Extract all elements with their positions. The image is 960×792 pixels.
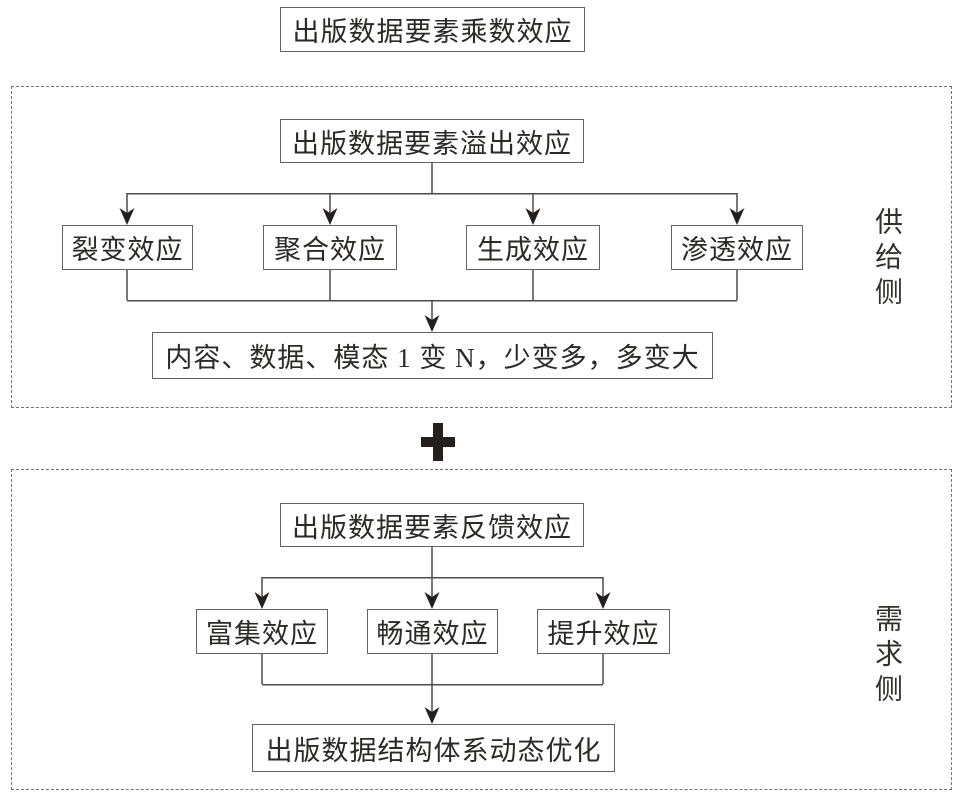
demand-header-label: 出版数据要素反馈效应 (292, 512, 572, 543)
demand-effect-box-smoothness: 畅通效应 (367, 609, 498, 654)
supply-effect-label: 聚合效应 (274, 235, 386, 265)
supply-effect-label: 裂变效应 (71, 235, 184, 265)
demand-outcome-box: 出版数据结构体系动态优化 (252, 724, 615, 772)
diagram-title-box: 出版数据要素乘数效应 (280, 7, 585, 52)
plus-icon-vertical-bar (433, 423, 443, 461)
supply-branch-lines (126, 163, 738, 216)
demand-effect-label: 畅通效应 (376, 619, 489, 649)
arrow-down-icon (424, 707, 440, 724)
arrow-down-icon (525, 208, 541, 225)
supply-effect-box-generation: 生成效应 (466, 225, 600, 270)
supply-side-label: 供给侧 (871, 207, 902, 312)
supply-side-container (11, 86, 952, 408)
arrow-down-icon (119, 208, 135, 225)
arrow-down-icon (729, 208, 745, 225)
demand-merge-lines (261, 654, 604, 712)
demand-effect-label: 富集效应 (206, 619, 318, 649)
supply-effect-label: 生成效应 (477, 235, 589, 265)
supply-effect-label: 渗透效应 (681, 235, 793, 265)
arrow-down-icon (322, 208, 338, 225)
supply-outcome-box: 内容、数据、模态 1 变 N，少变多，多变大 (152, 332, 713, 379)
supply-header-label: 出版数据要素溢出效应 (292, 128, 572, 159)
demand-effect-label: 提升效应 (547, 619, 660, 649)
supply-merge-lines (126, 270, 738, 320)
arrow-down-icon (595, 592, 611, 609)
supply-outcome-label: 内容、数据、模态 1 变 N，少变多，多变大 (165, 343, 700, 373)
arrow-down-icon (424, 592, 440, 609)
diagram-title: 出版数据要素乘数效应 (292, 17, 573, 47)
demand-side-label: 需求侧 (871, 604, 902, 709)
arrow-down-icon (254, 592, 270, 609)
supply-effect-box-penetration: 渗透效应 (671, 225, 803, 270)
plus-icon (421, 423, 455, 461)
demand-header-box: 出版数据要素反馈效应 (280, 503, 584, 547)
demand-outcome-label: 出版数据结构体系动态优化 (265, 735, 602, 766)
demand-effect-box-enrichment: 富集效应 (196, 609, 328, 654)
demand-effect-box-improvement: 提升效应 (537, 609, 670, 654)
arrow-down-icon (424, 315, 440, 332)
supply-effect-box-fission: 裂变效应 (62, 225, 193, 270)
demand-side-container (11, 469, 952, 790)
supply-effect-box-aggregation: 聚合效应 (263, 225, 397, 270)
demand-branch-lines (261, 547, 604, 600)
supply-header-box: 出版数据要素溢出效应 (280, 119, 584, 163)
